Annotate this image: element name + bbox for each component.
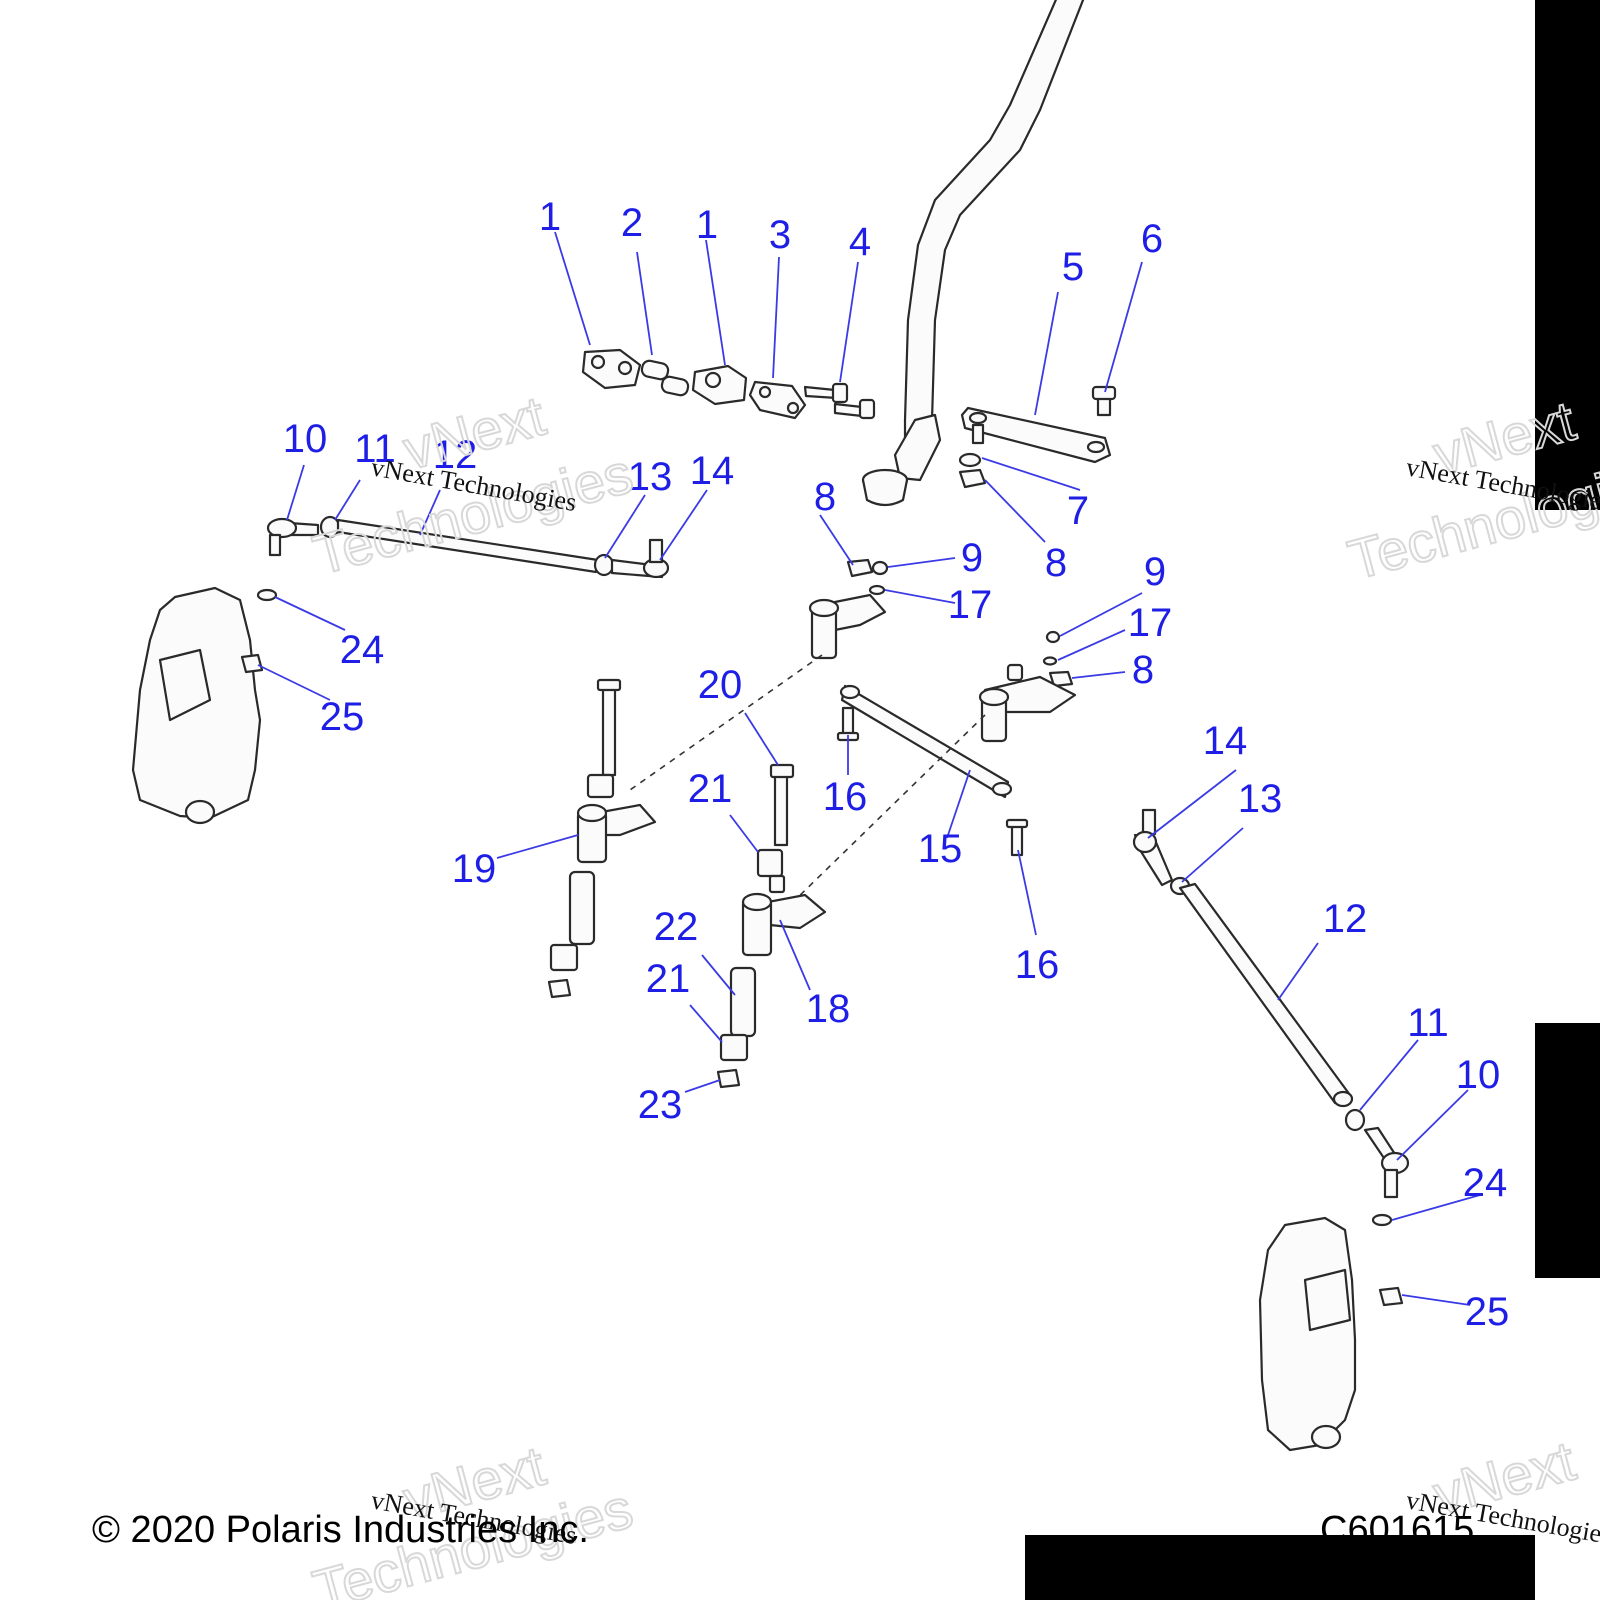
bracket-parts (581, 348, 876, 420)
callout-15: 15 (918, 827, 963, 871)
callout-16a: 16 (823, 775, 868, 819)
callout-10a: 10 (283, 417, 328, 461)
middle-hardware (846, 558, 1074, 688)
callout-labels: 1 2 1 3 4 5 6 7 8 8 8 9 9 10 10 11 11 12… (283, 195, 1510, 1334)
callout-11a: 11 (354, 427, 396, 471)
callout-8b: 8 (814, 475, 836, 519)
callout-17a: 17 (948, 583, 993, 627)
assembly-19 (547, 678, 657, 999)
part-8-nut-top (958, 468, 987, 489)
blackout-bar-bottom (1025, 1535, 1535, 1600)
callout-25a: 25 (320, 695, 365, 739)
part-2-spacer (640, 359, 670, 381)
tie-rod-left (266, 515, 670, 579)
tie-rod-right (1132, 808, 1410, 1199)
steering-shaft (861, 0, 1085, 507)
callout-21b: 21 (646, 957, 691, 1001)
upper-right-parts (958, 385, 1117, 489)
callout-13b: 13 (1238, 777, 1283, 821)
knuckle-right (1258, 1213, 1404, 1452)
callout-4: 4 (849, 220, 871, 264)
callout-24a: 24 (340, 628, 385, 672)
blackout-bars (1025, 0, 1600, 1600)
centerlines (629, 654, 986, 906)
callout-1a: 1 (539, 195, 561, 239)
callout-3: 3 (769, 213, 791, 257)
callout-21a: 21 (688, 767, 733, 811)
callout-8c: 8 (1132, 648, 1154, 692)
callout-11b: 11 (1407, 1001, 1449, 1045)
leader-lines (257, 231, 1481, 1306)
callout-23: 23 (638, 1083, 683, 1127)
callout-9a: 9 (961, 536, 983, 580)
callout-20: 20 (698, 663, 743, 707)
callout-16b: 16 (1015, 943, 1060, 987)
part-5-pitman-arm (960, 406, 1112, 464)
callout-14a: 14 (690, 449, 735, 493)
callout-1b: 1 (696, 203, 718, 247)
callout-18: 18 (806, 987, 851, 1031)
right-bracket (978, 663, 1077, 743)
callout-14b: 14 (1203, 719, 1248, 763)
callout-13a: 13 (628, 455, 673, 499)
part-7-washer (958, 452, 982, 468)
blackout-bar-mid-right (1535, 1023, 1600, 1278)
callout-24b: 24 (1463, 1161, 1508, 1205)
watermarks: vNext Technologies vNext Technologies vN… (306, 383, 1600, 1600)
copyright-text: © 2020 Polaris Industries Inc. (92, 1509, 589, 1551)
callout-7: 7 (1067, 489, 1089, 533)
callout-12a: 12 (433, 433, 478, 477)
part-2-spacer-b (660, 375, 690, 397)
knuckle-left (131, 586, 278, 825)
callout-22: 22 (654, 905, 699, 949)
callout-2: 2 (621, 201, 643, 245)
callout-6: 6 (1141, 217, 1163, 261)
callout-9b: 9 (1144, 550, 1166, 594)
callout-12b: 12 (1323, 897, 1368, 941)
assembly-18 (716, 763, 827, 1089)
callout-25b: 25 (1465, 1290, 1510, 1334)
blackout-bar-top-right (1535, 0, 1600, 510)
callout-8a: 8 (1045, 541, 1067, 585)
callout-19: 19 (452, 847, 497, 891)
callout-10b: 10 (1456, 1053, 1501, 1097)
part-4-bolt-b (833, 402, 864, 418)
part-1b-clamp (691, 364, 748, 406)
idler-bracket-upper (808, 593, 887, 660)
figure-code: C601615 (1320, 1509, 1474, 1551)
callout-5: 5 (1062, 245, 1084, 289)
drag-link (839, 684, 1013, 799)
callout-17b: 17 (1128, 601, 1173, 645)
